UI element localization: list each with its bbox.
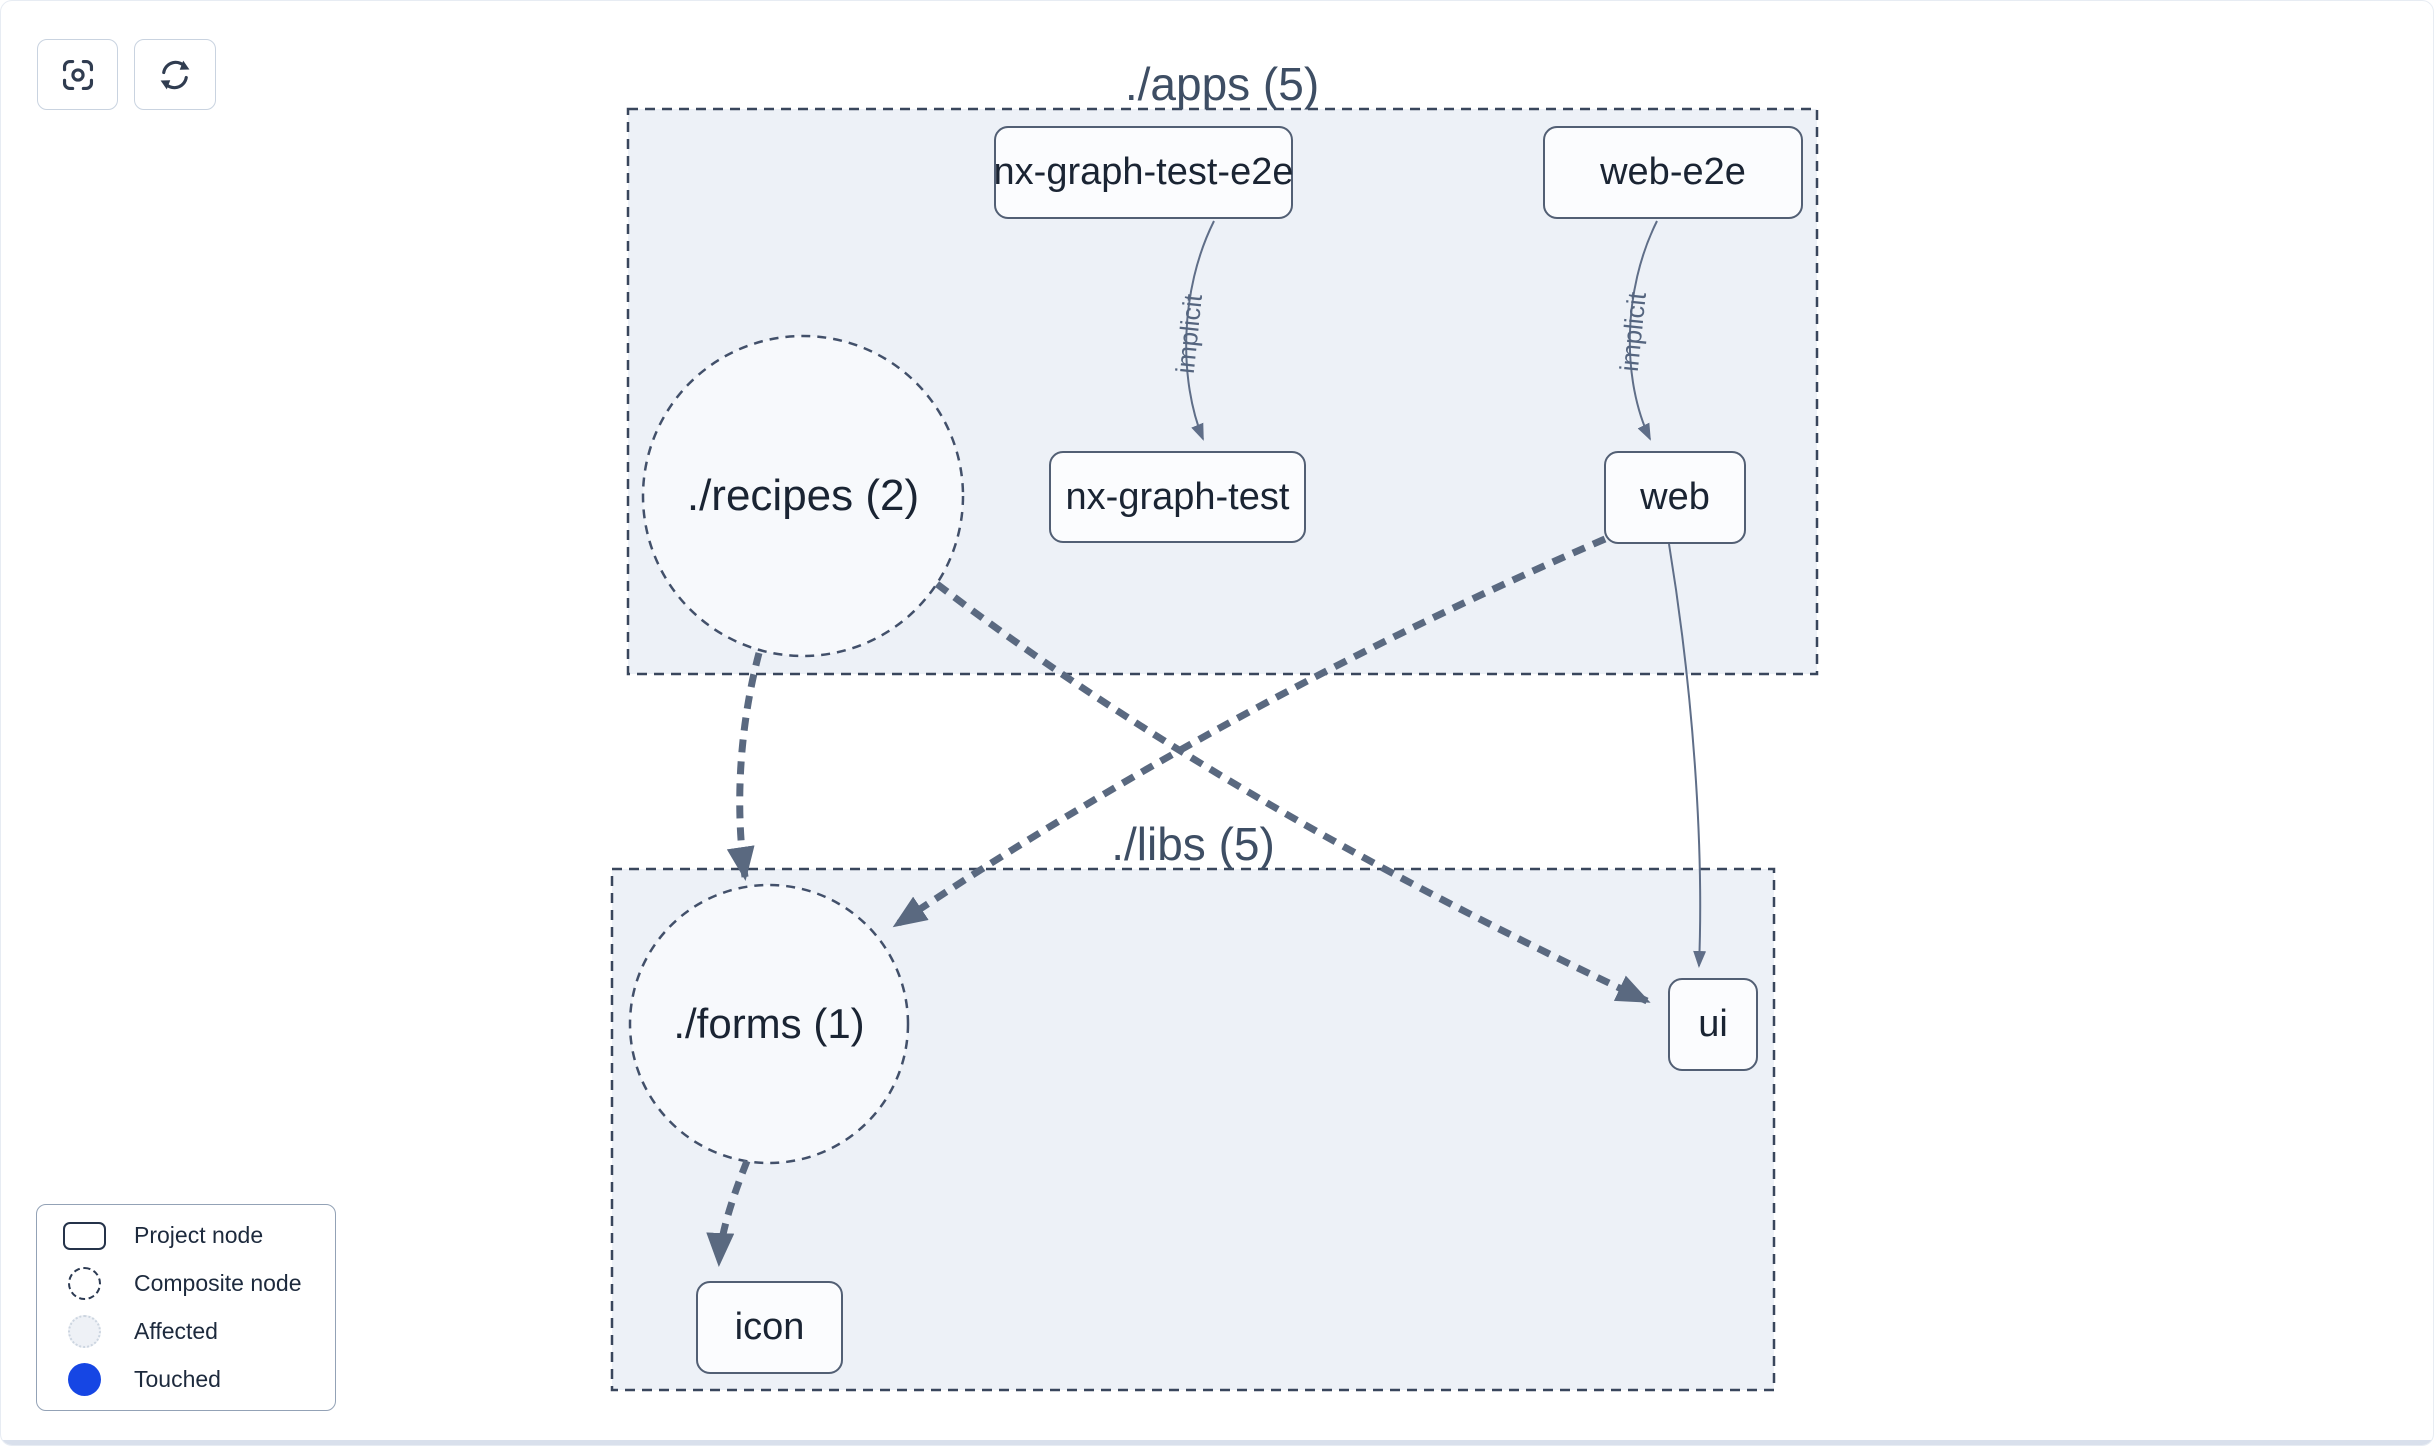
composite-node-forms[interactable] xyxy=(628,883,910,1165)
touched-swatch xyxy=(68,1363,101,1396)
legend-item-composite-node: Composite node xyxy=(37,1260,335,1308)
project-node-web[interactable]: web xyxy=(1604,451,1746,544)
edge-web-e2e-to-web xyxy=(1628,220,1658,441)
composite-node-swatch xyxy=(68,1267,101,1300)
legend-label: Touched xyxy=(134,1366,221,1392)
legend-item-affected: Affected xyxy=(37,1308,335,1356)
edge-recipes-to-ui xyxy=(934,581,1651,1005)
edge-nx-graph-test-e2e-to-nx-graph-test xyxy=(1185,220,1215,441)
affected-swatch xyxy=(68,1315,101,1348)
composite-node-recipes[interactable] xyxy=(641,334,965,658)
group-label-apps: ./apps (5) xyxy=(1124,58,1320,110)
center-graph-button[interactable] xyxy=(37,39,118,110)
legend-label: Affected xyxy=(134,1318,218,1344)
group-label-libs: ./libs (5) xyxy=(1111,818,1275,870)
legend-item-touched: Touched xyxy=(37,1356,335,1404)
edge-recipes-to-forms xyxy=(726,652,763,881)
project-node-swatch xyxy=(63,1221,106,1250)
refresh-icon xyxy=(156,56,194,94)
edge-web-to-ui xyxy=(1668,543,1707,968)
edge-forms-to-icon xyxy=(706,1159,751,1267)
legend-label: Composite node xyxy=(134,1270,302,1296)
composite-label-forms: ./forms (1) xyxy=(673,1000,865,1047)
project-node-nx-graph-test[interactable]: nx-graph-test xyxy=(1049,451,1306,543)
refresh-graph-button[interactable] xyxy=(134,39,216,110)
project-node-icon[interactable]: icon xyxy=(696,1281,843,1374)
legend-label: Project node xyxy=(134,1222,264,1248)
legend-item-project-node: Project node xyxy=(37,1212,335,1260)
edge-web-to-forms xyxy=(892,535,1607,928)
canvas-bottom-divider xyxy=(1,1440,2433,1445)
project-node-nx-graph-test-e2e[interactable]: nx-graph-test-e2e xyxy=(994,126,1293,219)
project-node-web-e2e[interactable]: web-e2e xyxy=(1543,126,1803,219)
legend-panel: Project node Composite node Affected Tou… xyxy=(36,1204,336,1411)
focus-icon xyxy=(59,56,97,94)
project-node-ui[interactable]: ui xyxy=(1668,978,1758,1071)
composite-label-recipes: ./recipes (2) xyxy=(686,471,920,520)
